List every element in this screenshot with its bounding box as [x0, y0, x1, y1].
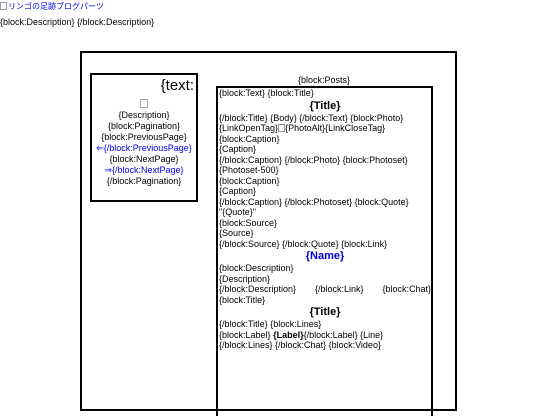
post-line: {block:Caption} [219, 175, 280, 186]
post-line: {/block:Caption} {/block:Photo} {block:P… [219, 154, 408, 165]
next-page-row: ⇒{/block:NextPage} [92, 165, 196, 176]
post-quote: "{Quote}" [219, 207, 256, 217]
link-post-name[interactable]: {Name} [305, 250, 345, 262]
chat-label: {Label} [273, 329, 304, 340]
post-line: {block:Text} {block:Title} [219, 88, 314, 98]
previous-page-open: {block:PreviousPage} [101, 132, 187, 142]
post-token: {/block:Label} {Line} [303, 329, 384, 340]
next-page-link[interactable]: ⇒{/block:NextPage} [104, 165, 184, 175]
blog-title-alt-text: リンゴの足跡ブログパーツ [8, 1, 104, 11]
sidebar: {text: {Description} {block:Pagination} … [90, 73, 198, 202]
post-line: {Caption} [219, 186, 257, 196]
chat-title: {Title} [309, 306, 341, 318]
blog-title-image[interactable]: リンゴの足跡ブログパーツ [0, 0, 104, 12]
pagination-close: {/block:Pagination} [106, 176, 182, 186]
previous-page-link[interactable]: ⇐{/block:PreviousPage} [96, 143, 192, 153]
sidebar-title: {text: [160, 77, 194, 94]
post-line: {Caption} [219, 144, 257, 154]
broken-image-icon [0, 2, 7, 10]
photo-link-row[interactable]: {LinkOpenTag} {PhotoAlt}{LinkCloseTag} [219, 123, 431, 134]
posts-container: {block:Text} {block:Title} {Title} {/blo… [216, 86, 433, 416]
post-line: {/block:Title} {Body} {/block:Text} {blo… [219, 112, 404, 123]
post-line: {/block:Lines} {/block:Chat} {block:Vide… [219, 340, 381, 350]
post-line-row: {/block:Description} {/block:Link} {bloc… [219, 284, 431, 295]
sidebar-description: {Description} [118, 110, 170, 120]
post-token: {block:Label} [219, 329, 271, 340]
post-title: {Title} [309, 99, 341, 112]
photo-broken-icon [278, 124, 286, 132]
previous-page-row: ⇐{/block:PreviousPage} [92, 143, 196, 154]
next-page-open: {block:NextPage} [109, 154, 179, 164]
post-line: {block:Description} [219, 263, 294, 273]
post-line: {/block:Source} {/block:Quote} {block:Li… [219, 238, 388, 249]
post-token: {/block:Link} [314, 284, 364, 294]
blog-description: {block:Description} {/block:Description} [0, 17, 155, 27]
posts-label: {block:Posts} [298, 75, 351, 85]
post-token: {/block:Description} [219, 284, 297, 294]
post-line: {Photoset-500} [219, 165, 279, 175]
chat-line-row: {block:Label} {Label}{/block:Label} {Lin… [219, 330, 431, 341]
post-line: {/block:Title} {block:Lines} [219, 319, 322, 329]
post-line: {block:Title} [219, 294, 266, 305]
photo-alt-text: {PhotoAlt}{LinkCloseTag} [285, 123, 386, 133]
pagination-open: {block:Pagination} [107, 121, 181, 131]
portrait-image-icon [140, 99, 148, 108]
post-line: {/block:Caption} {/block:Photoset} {bloc… [219, 196, 409, 207]
post-line: {Description} [219, 273, 271, 284]
post-line: {Source} [219, 228, 254, 238]
post-line: {block:Caption} [219, 133, 280, 144]
post-line: {block:Source} [219, 217, 278, 228]
post-token: {block:Chat} [382, 284, 431, 294]
link-open-tag: {LinkOpenTag} [219, 123, 279, 133]
